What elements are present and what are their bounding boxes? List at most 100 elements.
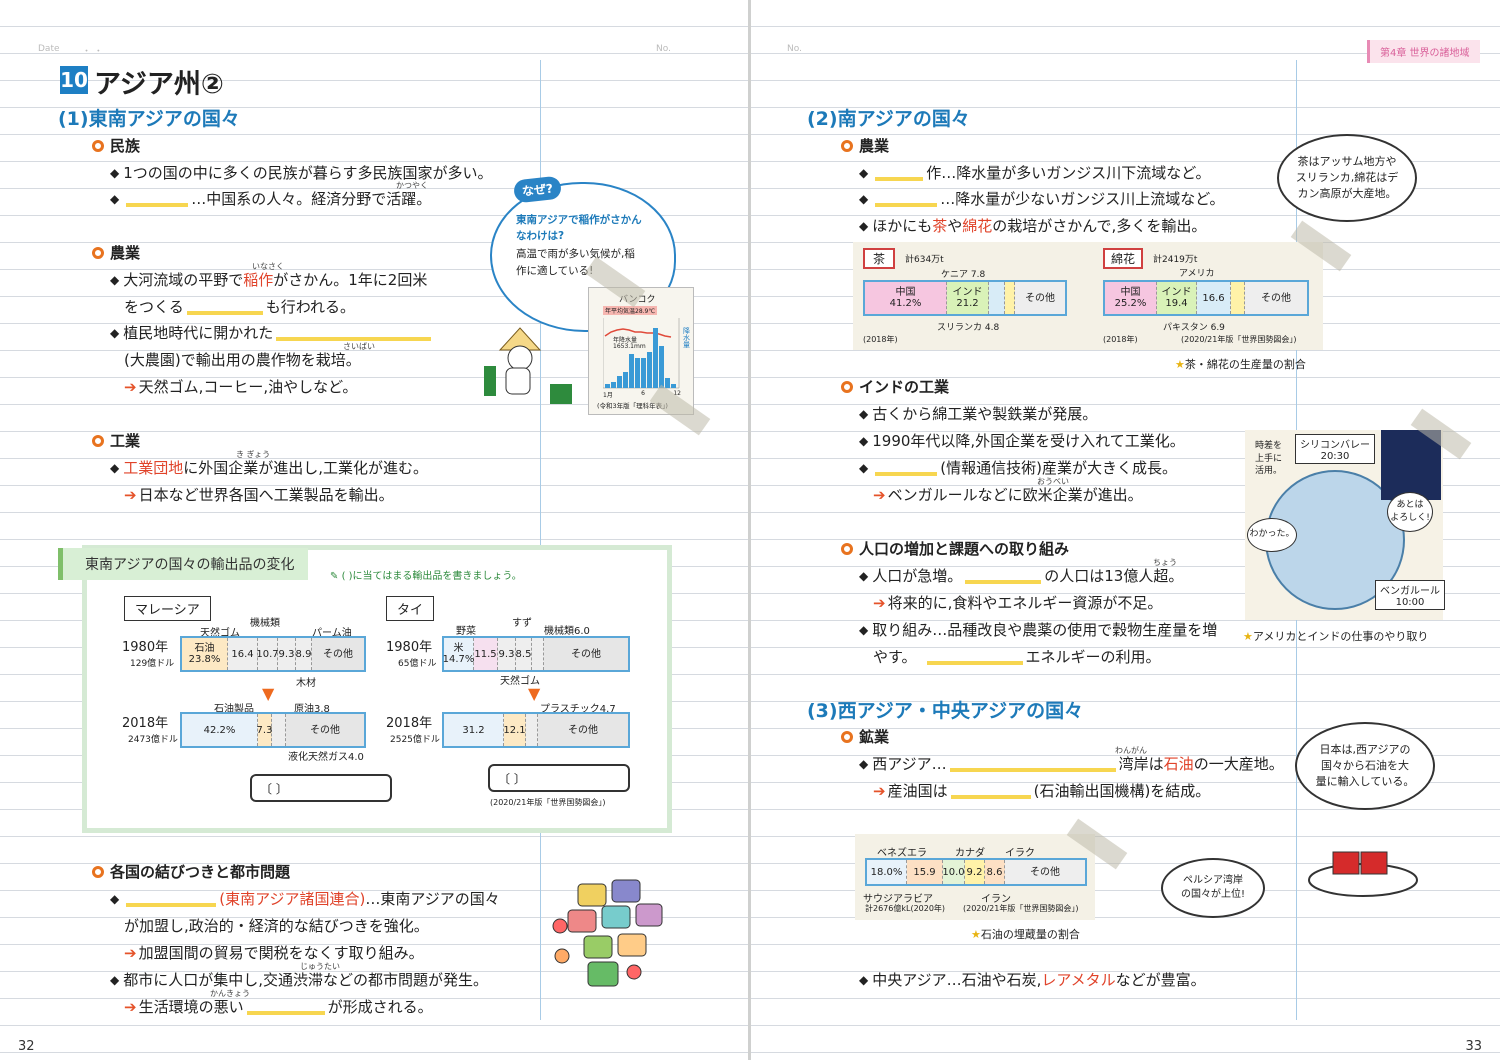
- rain-bar: [641, 358, 646, 388]
- t1980-label-rubber: 天然ゴム: [500, 676, 540, 687]
- rain-bar: [671, 384, 676, 388]
- bar-seg: 9.2: [965, 860, 985, 884]
- rain-bar: [617, 376, 622, 388]
- line-r-kogyo-1: ◆西アジア…湾岸は石油の一大産地。: [859, 755, 1284, 773]
- answer-blank[interactable]: [926, 648, 1023, 665]
- oil-label-canada: カナダ: [955, 848, 985, 859]
- oil-label-venezuela: ベネズエラ: [877, 848, 927, 859]
- line-jinko-1: ◆人口が急増。の人口は13億人超。: [859, 567, 1184, 585]
- traffic-jam-illustration: [552, 879, 663, 987]
- down-arrow-icon: ▼: [262, 684, 275, 703]
- oil-bar: 18.0% 15.9 10.0 9.2 8.6 その他: [865, 858, 1087, 886]
- answer-blank[interactable]: [246, 998, 325, 1015]
- answer-bracket-thai[interactable]: 〔 〕: [488, 764, 630, 792]
- rain-bar: [665, 378, 670, 388]
- climate-rain: 年降水量: [613, 337, 638, 344]
- line-nogyo-1: ◆大河流域の平野で稲作がさかん。1年に2回米: [110, 271, 428, 289]
- star-icon: ★: [1243, 630, 1253, 643]
- export-source: (2020/21年版「世界国勢図会」): [490, 798, 606, 807]
- t1980-label-vegetables: 野菜: [456, 626, 476, 637]
- down-arrow-icon: ▼: [528, 684, 541, 703]
- answer-bracket-malaysia[interactable]: 〔 〕: [250, 774, 392, 802]
- cotton-label: 綿花: [1103, 248, 1144, 269]
- arrow-icon: ➔: [124, 485, 137, 504]
- bar-seg: [989, 282, 1005, 314]
- m1980-label-wood: 木材: [296, 678, 316, 689]
- m1980-year: 1980年: [122, 640, 169, 655]
- orange-dot-icon: [92, 139, 104, 152]
- answer-blank[interactable]: [186, 298, 263, 315]
- bar-seg: 42.2%: [182, 714, 258, 746]
- line-r-nogyo-1: ◆作…降水量が多いガンジス川下流域など。: [859, 164, 1211, 182]
- climate-rain-value: 1653.1mm: [613, 343, 646, 350]
- answer-blank[interactable]: [875, 190, 938, 207]
- climate-axis-label: 降水量: [683, 327, 690, 349]
- bar-seg: 7.3: [257, 714, 272, 746]
- oil-label-saudi: サウジアラビア: [863, 894, 933, 905]
- bar-seg: その他: [286, 714, 364, 746]
- answer-blank[interactable]: [875, 459, 938, 476]
- persia-bubble: ペルシア湾岸の国々が上位!: [1161, 858, 1265, 918]
- ato-bubble: あとはよろしく!: [1387, 492, 1433, 532]
- subhead-toshi: 各国の結びつきと都市問題: [92, 861, 290, 882]
- t1980-label-machinery: 機械類6.0: [544, 626, 590, 637]
- answer-blank[interactable]: [950, 782, 1031, 799]
- bar-seg: 9.3: [498, 638, 516, 670]
- climate-chart: バンコク 年平均気温28.9℃ 年降水量 1653.1mm 降水量 1月612 …: [588, 287, 694, 415]
- answer-blank[interactable]: [875, 164, 924, 181]
- m1980-label-palm: パーム油: [312, 628, 352, 639]
- line-kogyo-1: ◆工業団地に外国企業が進出し,工業化が進む。: [110, 459, 429, 477]
- rain-bar: [611, 382, 616, 388]
- tea-label: 茶: [863, 248, 896, 269]
- star-icon: ★: [971, 928, 981, 941]
- chapter-tag: 第4章 世界の諸地域: [1367, 40, 1480, 63]
- m2018-label-lng: 液化天然ガス4.0: [288, 752, 364, 763]
- bar-seg: その他: [312, 638, 364, 670]
- ruby: さいばい: [343, 342, 375, 351]
- line-r-kogyo-2: ➔産油国は(石油輸出国機構)を結成。: [873, 781, 1211, 801]
- right-page: No. 第4章 世界の諸地域 (2)南アジアの国々 農業 ◆作…降水量が多いガン…: [751, 0, 1500, 1060]
- cotton-year: (2018年): [1103, 335, 1138, 344]
- answer-blank[interactable]: [949, 755, 1116, 772]
- ruby: かつやく: [396, 181, 428, 190]
- oil-barrels-illustration: [1308, 851, 1418, 897]
- orange-dot-icon: [92, 865, 104, 878]
- bar-seg: 31.2: [444, 714, 504, 746]
- line-kogyo-2: ➔日本など世界各国へ工業製品を輸出。: [124, 485, 394, 505]
- orange-dot-icon: [841, 139, 853, 152]
- chapter-number: 10: [60, 66, 88, 94]
- arrow-icon: ➔: [124, 997, 137, 1016]
- orange-dot-icon: [92, 434, 104, 447]
- m1980-bar: 石油 23.8% 16.4 10.7 9.3 8.9 その他: [180, 636, 366, 672]
- section-heading-3: (3)西アジア・中央アジアの国々: [807, 700, 1084, 722]
- answer-blank[interactable]: [965, 567, 1042, 584]
- answer-blank[interactable]: [126, 190, 189, 207]
- arrow-icon: ➔: [873, 781, 886, 800]
- ruby: かんきょう: [210, 989, 250, 998]
- section-heading-1: (1)東南アジアの国々: [58, 108, 240, 130]
- bar-seg: [532, 638, 544, 670]
- line-india-1: ◆古くから綿工業や製鉄業が発展。: [859, 405, 1098, 423]
- jisa-text: 時差を上手に活用。: [1255, 441, 1283, 477]
- bar-seg: その他: [1015, 282, 1065, 314]
- subhead-kogyo: 工業: [92, 430, 140, 451]
- bar-seg: [1231, 282, 1245, 314]
- orange-dot-icon: [841, 380, 853, 393]
- line-nogyo-3: ◆植民地時代に開かれた: [110, 322, 434, 343]
- tea-label-srilanka: スリランカ 4.8: [937, 323, 1000, 333]
- line-nogyo-4: (大農園)で輸出用の農作物を栽培。: [124, 351, 361, 369]
- farmer-illustration: [484, 327, 572, 404]
- bar-seg: 15.9: [907, 860, 943, 884]
- answer-blank[interactable]: [126, 890, 217, 907]
- oil-label-iraq: イラク: [1005, 848, 1035, 859]
- orange-dot-icon: [841, 542, 853, 555]
- oil-import-bubble: 日本は,西アジアの国々から石油を大量に輸入している。: [1295, 722, 1435, 810]
- answer-blank[interactable]: [276, 324, 432, 341]
- arrow-icon: ➔: [873, 485, 886, 504]
- cotton-bar: 中国 25.2% インド 19.4 16.6 その他: [1103, 280, 1309, 316]
- ruby: ちょう: [1153, 558, 1177, 567]
- export-instruction: ✎ ( )に当てはまる輸出品を書きましょう。: [330, 571, 522, 582]
- subhead-jinko: 人口の増加と課題への取り組み: [841, 538, 1069, 559]
